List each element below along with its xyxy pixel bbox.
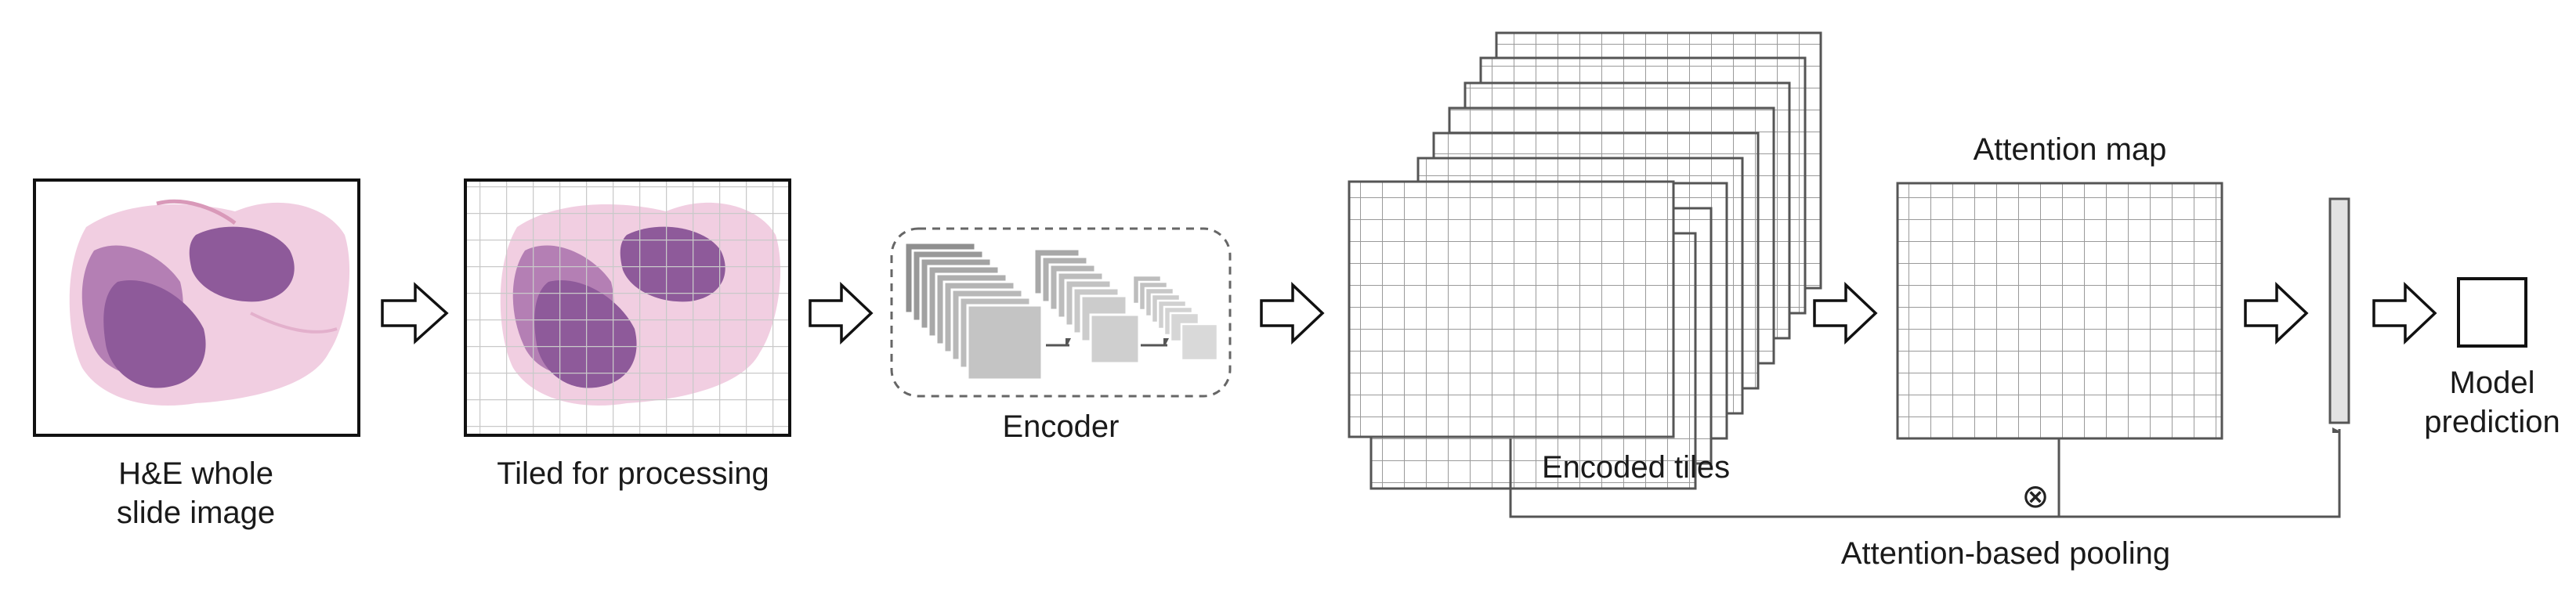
attention-map-label: Attention map bbox=[1974, 132, 2167, 167]
tiled-label: Tiled for processing bbox=[497, 456, 769, 491]
attention-map-grid bbox=[1896, 182, 2223, 440]
prediction-label-line1: Model bbox=[2450, 366, 2535, 400]
flow-arrow-3 bbox=[1260, 281, 1325, 345]
flow-arrow-4 bbox=[1813, 281, 1878, 345]
tissue-image bbox=[69, 199, 350, 406]
encoded-tiles-label: Encoded tiles bbox=[1542, 450, 1730, 485]
flow-arrow-5 bbox=[2244, 281, 2309, 345]
wsi-label-line1: H&E whole bbox=[118, 456, 273, 491]
flow-arrow-1 bbox=[381, 282, 449, 344]
prediction-box bbox=[2457, 277, 2527, 348]
pooled-vector bbox=[2328, 197, 2350, 424]
flow-arrow-2 bbox=[809, 281, 874, 345]
prediction-label-line2: prediction bbox=[2424, 405, 2560, 439]
encoder-layer-2 bbox=[1033, 247, 1141, 365]
pooling-label: Attention-based pooling bbox=[1841, 536, 2170, 571]
pooling-connector bbox=[1509, 429, 2341, 518]
wsi-label-line2: slide image bbox=[117, 496, 275, 530]
flow-arrow-6 bbox=[2372, 281, 2437, 345]
wsi-panel bbox=[33, 178, 360, 437]
encoder-layer-1 bbox=[903, 241, 1044, 381]
tiled-panel bbox=[464, 178, 791, 437]
encoder-label: Encoder bbox=[1003, 409, 1120, 444]
encoded-tiles-stack bbox=[1348, 31, 1822, 490]
multiply-icon: ⊗ bbox=[2021, 477, 2049, 515]
encoder-layer-3 bbox=[1131, 274, 1219, 362]
encoder-box bbox=[890, 227, 1232, 398]
